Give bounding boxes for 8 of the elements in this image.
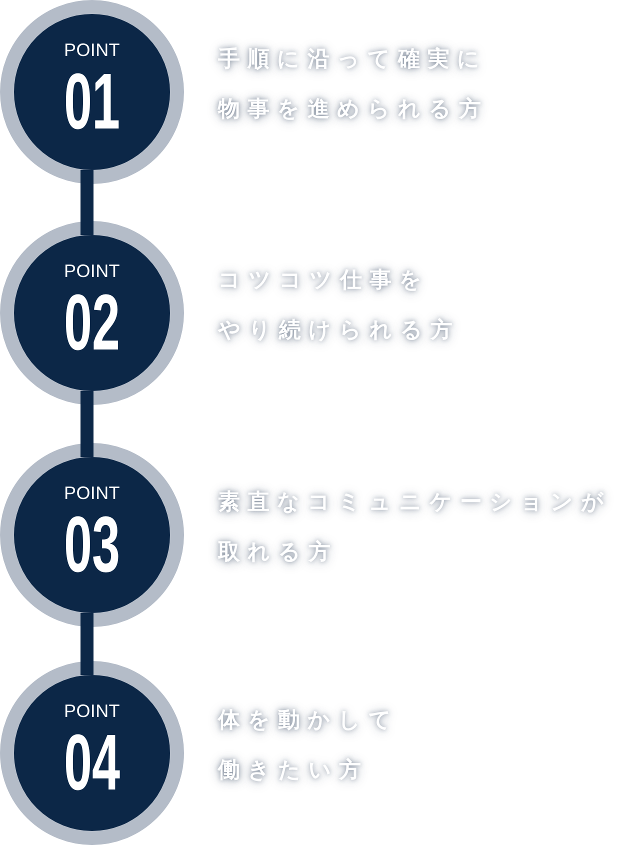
point-number: 03	[64, 505, 120, 585]
point-number: 02	[64, 283, 120, 363]
point-label: POINT	[64, 484, 120, 502]
point-label: POINT	[64, 262, 120, 280]
point-number: 04	[64, 723, 120, 803]
point-label: POINT	[64, 702, 120, 720]
point-label: POINT	[64, 41, 120, 59]
point-number: 01	[64, 62, 120, 142]
